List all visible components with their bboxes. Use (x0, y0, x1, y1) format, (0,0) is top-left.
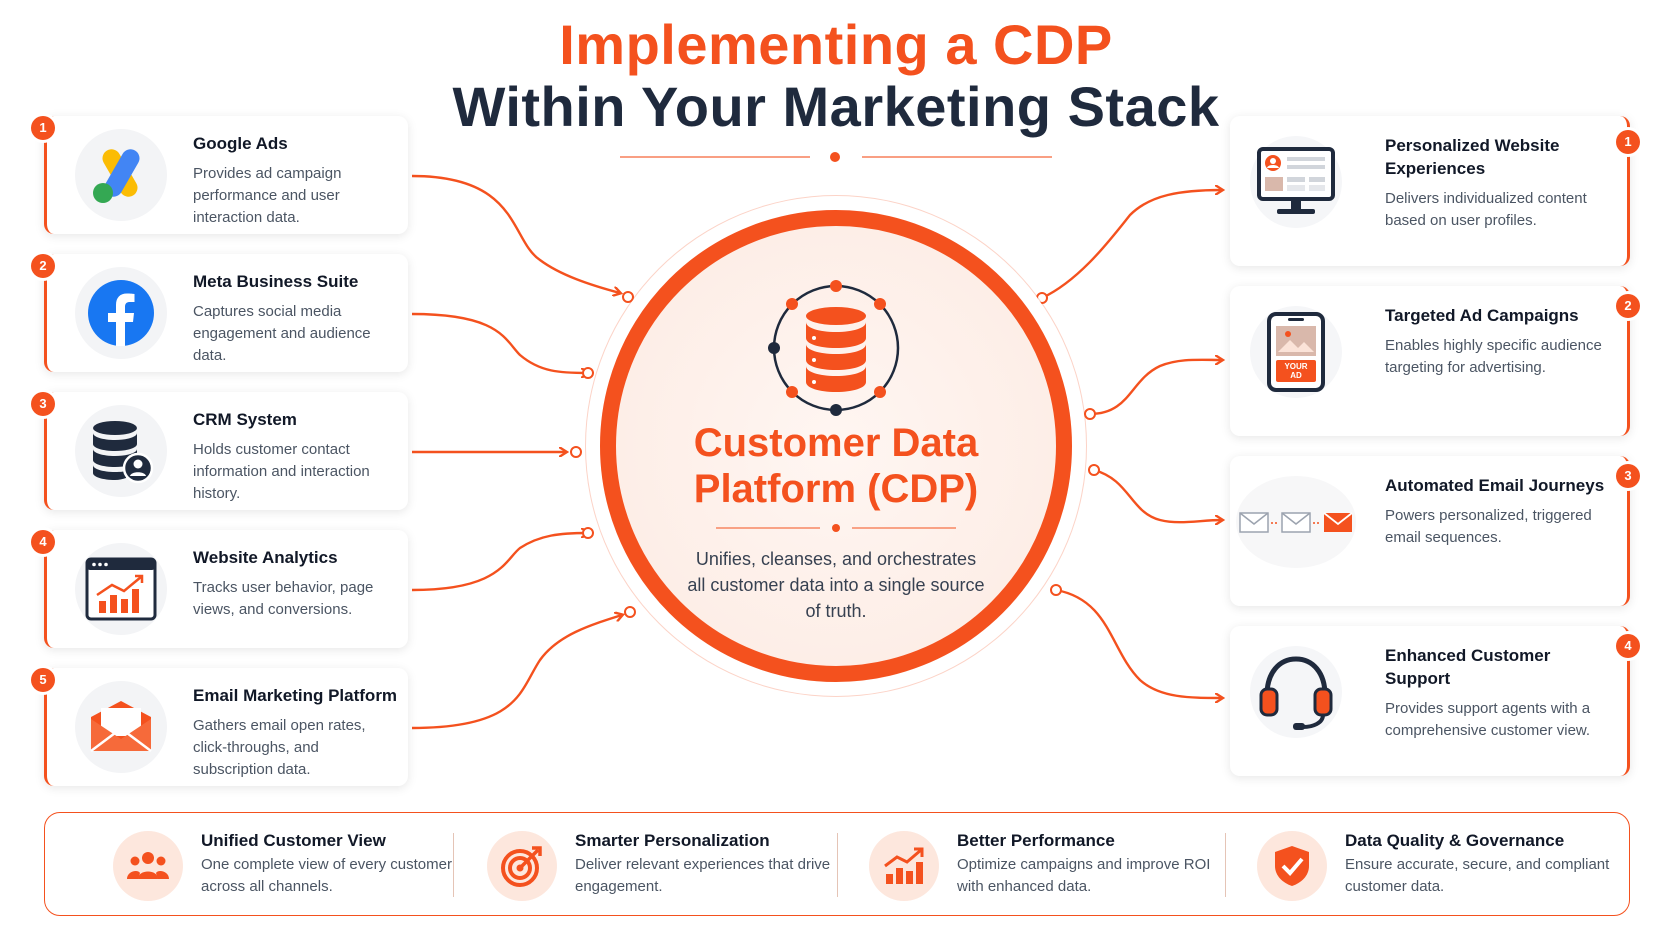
shield-check-icon (1257, 831, 1327, 901)
output-card-enhanced-customer-support: 4 Enhanced Customer Support Provides sup… (1230, 626, 1640, 776)
step-badge: 4 (1616, 634, 1640, 658)
database-user-icon (75, 405, 167, 497)
output-description: Provides support agents with a comprehen… (1385, 700, 1591, 739)
google-ads-logo-icon (75, 129, 167, 221)
title-line-1: Implementing a CDP (559, 13, 1113, 76)
headset-icon (1250, 646, 1342, 738)
monitor-profile-icon (1250, 136, 1342, 228)
connector-ads (1089, 360, 1222, 416)
benefit-description: Optimize campaigns and improve ROI with … (957, 856, 1211, 895)
source-description: Holds customer contact information and i… (193, 441, 370, 502)
output-title: Targeted Ad Campaigns (1385, 306, 1579, 325)
output-title: Automated Email Journeys (1385, 476, 1605, 495)
benefit-title: Smarter Personalization (575, 831, 770, 850)
benefit-separator (1225, 833, 1226, 897)
cdp-hub: Customer Data Platform (CDP) Unifies, cl… (600, 210, 1072, 682)
output-title: Personalized Website Experiences (1385, 136, 1560, 178)
benefit-description: One complete view of every customer acro… (201, 856, 452, 895)
cdp-title: Customer Data Platform (CDP) (600, 420, 1072, 512)
users-group-icon (113, 831, 183, 901)
step-badge: 2 (1616, 294, 1640, 318)
title-line-2: Within Your Marketing Stack (452, 75, 1220, 138)
source-card-meta-business-suite: 2 Meta Business Suite Captures social me… (31, 254, 408, 372)
page-title: Implementing a CDP Within Your Marketing… (0, 14, 1672, 138)
step-badge: 2 (31, 254, 55, 278)
step-badge: 4 (31, 530, 55, 554)
analytics-chart-icon (75, 543, 167, 635)
cdp-title-line-2: Platform (CDP) (693, 467, 979, 511)
connector-support (1055, 588, 1222, 698)
benefit-description: Ensure accurate, secure, and compliant c… (1345, 856, 1610, 895)
email-sequence-icon (1236, 476, 1356, 568)
step-badge: 1 (31, 116, 55, 140)
source-description: Tracks user behavior, page views, and co… (193, 579, 374, 618)
output-description: Delivers individualized content based on… (1385, 190, 1587, 229)
output-card-personalized-website: 1 Personalized Website Experiences Deliv… (1230, 116, 1640, 266)
connector-google-ads (411, 174, 620, 293)
svg-text:YOUR: YOUR (1284, 362, 1307, 371)
cdp-divider (716, 524, 956, 532)
envelope-icon (75, 681, 167, 773)
output-card-automated-email-journeys: 3 Automated Email Journeys Powers person… (1230, 456, 1640, 606)
source-title: CRM System (193, 410, 297, 429)
source-description: Captures social media engagement and aud… (193, 303, 371, 364)
database-network-icon (768, 280, 900, 416)
benefit-title: Unified Customer View (201, 831, 386, 850)
source-title: Google Ads (193, 134, 288, 153)
phone-ad-icon: YOUR AD (1250, 306, 1342, 398)
source-description: Provides ad campaign performance and use… (193, 165, 342, 226)
source-card-email-marketing-platform: 5 Email Marketing Platform Gathers email… (31, 668, 408, 786)
benefit-separator (453, 833, 454, 897)
benefit-title: Data Quality & Governance (1345, 831, 1565, 850)
output-description: Powers personalized, triggered email seq… (1385, 507, 1592, 546)
connector-meta (411, 312, 588, 373)
source-description: Gathers email open rates, click-throughs… (193, 717, 366, 778)
benefit-separator (837, 833, 838, 897)
output-description: Enables highly specific audience targeti… (1385, 337, 1602, 376)
cdp-description: Unifies, cleanses, and orchestrates all … (687, 549, 985, 621)
title-divider (620, 152, 1052, 162)
step-badge: 3 (1616, 464, 1640, 488)
target-arrow-icon (487, 831, 557, 901)
output-card-targeted-ad-campaigns: 2 YOUR AD Targeted Ad Campaigns Enables … (1230, 286, 1640, 436)
growth-chart-icon (869, 831, 939, 901)
facebook-logo-icon (75, 267, 167, 359)
benefit-description: Deliver relevant experiences that drive … (575, 856, 831, 895)
cdp-title-line-1: Customer Data (693, 421, 979, 465)
source-card-google-ads: 1 Google Ads Provides ad campaign perfor… (31, 116, 408, 234)
connector-email-platform (411, 615, 622, 730)
benefit-title: Better Performance (957, 831, 1115, 850)
step-badge: 1 (1616, 130, 1640, 154)
svg-text:AD: AD (1290, 371, 1302, 380)
benefits-bar: Unified Customer View One complete view … (44, 812, 1630, 916)
output-title: Enhanced Customer Support (1385, 646, 1551, 688)
connector-email-journeys (1093, 468, 1222, 522)
source-title: Website Analytics (193, 548, 338, 567)
step-badge: 3 (31, 392, 55, 416)
source-card-crm-system: 3 CRM System Holds customer contact info… (31, 392, 408, 510)
source-title: Email Marketing Platform (193, 686, 398, 705)
source-title: Meta Business Suite (193, 272, 359, 291)
connector-analytics (411, 533, 588, 592)
step-badge: 5 (31, 668, 55, 692)
source-card-website-analytics: 4 Website Analytics Tracks user behavior… (31, 530, 408, 648)
